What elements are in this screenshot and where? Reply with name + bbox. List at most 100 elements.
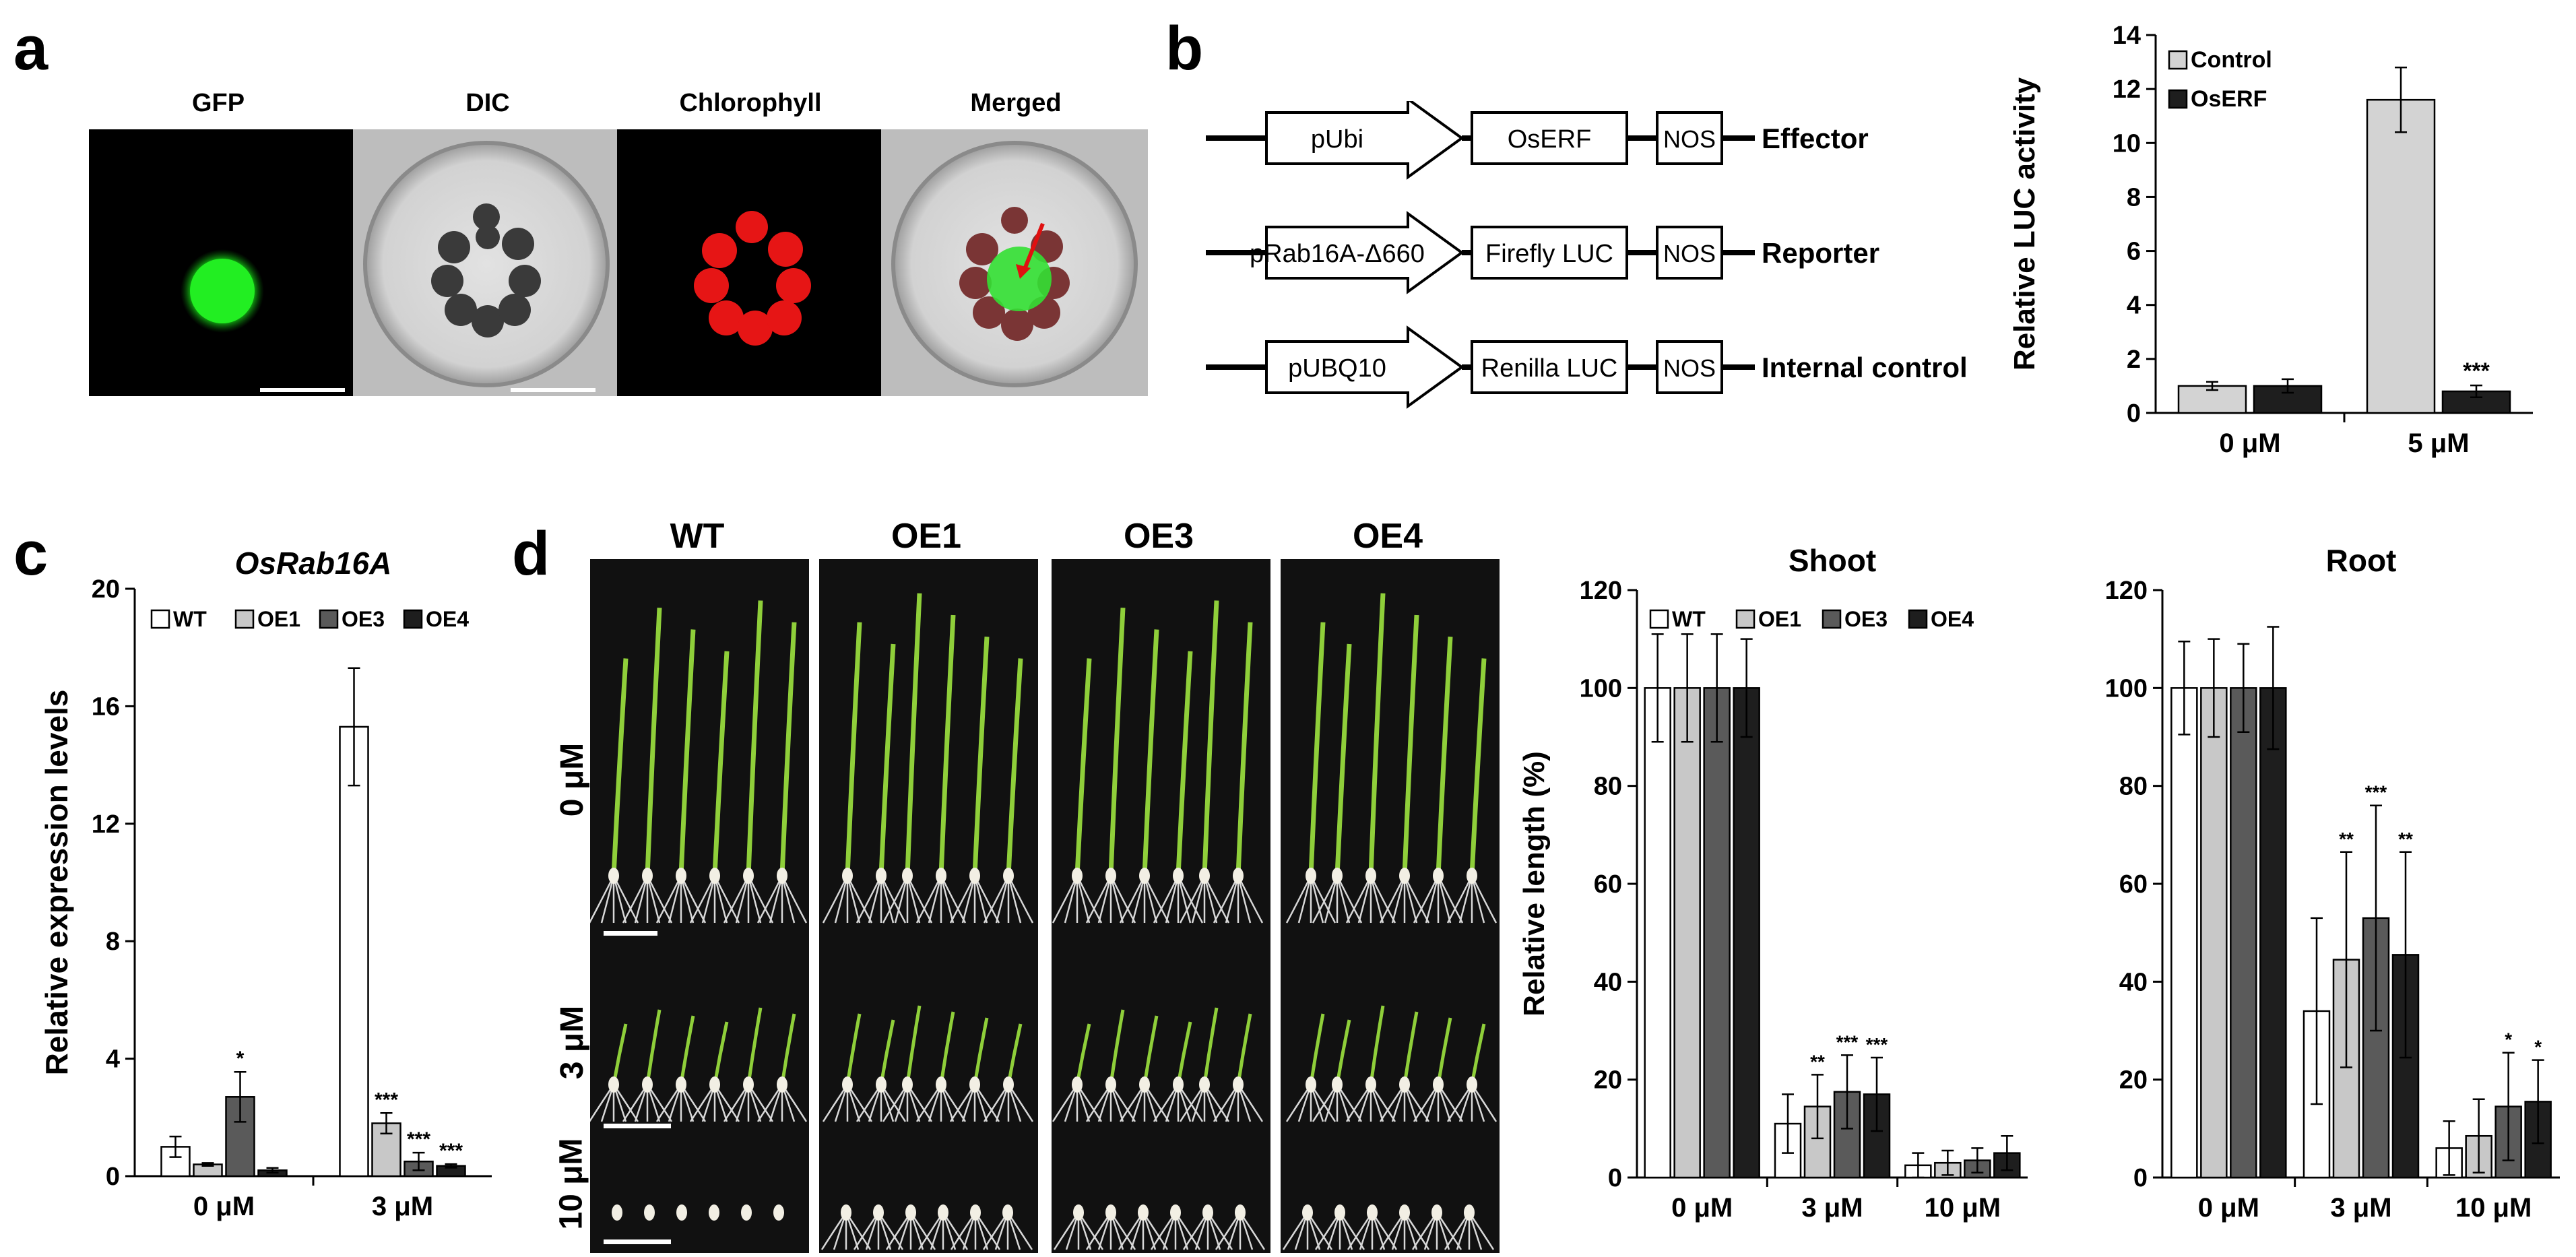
terminator-box: [1656, 340, 1723, 394]
gene-box: [1471, 340, 1628, 394]
significance-label: ***: [1866, 1034, 1888, 1055]
significance-label: ***: [2463, 358, 2490, 384]
construct-role-label: Internal control: [1762, 352, 1968, 383]
arrow-icon: [1022, 222, 1045, 272]
series-oe3: ***: [1703, 633, 1991, 1179]
significance-label: *: [2505, 1029, 2512, 1050]
y-tick-label: 14: [2113, 22, 2141, 50]
significance-label: ***: [407, 1128, 430, 1151]
legend-swatch: [1649, 609, 1669, 629]
panel-label-b: b: [1165, 14, 1204, 83]
legend-label: OE4: [426, 607, 469, 631]
legend-label: Control: [2191, 47, 2272, 73]
x-tick-label: 5 μM: [2408, 428, 2469, 458]
y-tick-label: 0: [1608, 1164, 1622, 1192]
terminator-box: [1656, 111, 1723, 165]
bar: [339, 726, 369, 1178]
series-wt: [2170, 641, 2463, 1179]
x-tick-label: 3 μM: [1801, 1193, 1863, 1223]
series-oe4: ***: [257, 1140, 466, 1178]
bar: [1673, 687, 1701, 1179]
bar: [1733, 687, 1760, 1179]
bar: [1703, 687, 1731, 1179]
x-tick-label: 0 μM: [1671, 1193, 1733, 1223]
y-axis-label: Relative expression levels: [39, 690, 74, 1076]
column-label-wt: WT: [670, 517, 725, 556]
y-tick-label: 120: [1580, 577, 1622, 605]
series-wt: [160, 667, 369, 1178]
y-tick-label: 20: [92, 575, 120, 604]
scale-bar: [604, 1239, 671, 1244]
y-tick-label: 100: [2105, 674, 2148, 703]
y-tick-label: 8: [2127, 183, 2141, 212]
terminator-label: NOS: [1663, 354, 1716, 382]
bar: [2259, 687, 2287, 1179]
legend-swatch: [403, 609, 423, 629]
promoter-label: pUBQ10: [1288, 354, 1386, 383]
y-tick-label: 12: [92, 810, 120, 839]
y-tick-label: 16: [92, 692, 120, 721]
significance-label: ***: [1836, 1031, 1859, 1052]
legend-label: OE3: [1844, 607, 1888, 631]
gene-label: Firefly LUC: [1485, 240, 1613, 268]
scale-bar: [604, 1124, 671, 1128]
micrograph-title-dic: DIC: [465, 89, 510, 117]
x-tick-label: 3 μM: [372, 1192, 433, 1221]
y-tick-label: 60: [1594, 870, 1622, 899]
y-tick-label: 12: [2113, 75, 2141, 104]
x-tick-label: 0 μM: [193, 1192, 255, 1221]
y-tick-label: 40: [1594, 968, 1622, 996]
promoter-arrow: [1265, 101, 1464, 180]
y-tick-label: 2: [2127, 346, 2141, 374]
significance-label: ***: [439, 1140, 463, 1162]
bar: [1644, 687, 1671, 1179]
y-tick-label: 40: [2119, 968, 2148, 996]
micrograph-title-chlorophyll: Chlorophyll: [679, 89, 822, 117]
x-tick-label: 10 μM: [2455, 1193, 2532, 1223]
y-tick-label: 0: [106, 1163, 120, 1191]
series-oe1: **: [1673, 633, 1962, 1179]
bar: [2366, 98, 2436, 414]
legend-label: OE1: [1758, 607, 1801, 631]
micrograph-title-merged: Merged: [970, 89, 1062, 117]
bar: [2200, 687, 2228, 1179]
micrograph-strip: [89, 129, 1148, 396]
y-tick-label: 80: [2119, 773, 2148, 801]
promoter-arrow: [1265, 211, 1464, 294]
y-tick-label: 10: [2113, 129, 2141, 158]
significance-label: **: [1810, 1051, 1825, 1072]
scale-bar: [604, 931, 657, 936]
promoter-arrow: [1265, 325, 1464, 409]
significance-label: *: [2534, 1037, 2542, 1058]
chart-title: Shoot: [1789, 543, 1876, 578]
micrograph-chlorophyll: [617, 129, 881, 396]
seedling-column: [1052, 559, 1270, 1253]
scale-bar: [511, 388, 595, 392]
significance-label: ***: [2365, 782, 2387, 803]
x-tick-label: 0 μM: [2219, 428, 2280, 458]
gene-label: Renilla LUC: [1481, 354, 1618, 383]
legend-swatch: [150, 609, 170, 629]
column-label-oe3: OE3: [1123, 517, 1194, 556]
y-tick-label: 4: [2127, 292, 2141, 320]
column-label-oe4: OE4: [1352, 517, 1423, 556]
panel-label-c: c: [13, 519, 49, 588]
significance-label: *: [236, 1048, 245, 1070]
x-tick-label: 0 μM: [2198, 1193, 2259, 1223]
scale-bar: [260, 388, 345, 392]
micrograph-gfp: [89, 129, 353, 396]
legend-swatch: [319, 609, 339, 629]
y-tick-label: 100: [1580, 674, 1622, 703]
seedling-column: [819, 559, 1038, 1253]
y-tick-label: 20: [2119, 1066, 2148, 1095]
series-oe1: ***: [193, 1089, 401, 1178]
legend-label: WT: [1672, 607, 1706, 631]
seedling-photo: [590, 559, 1500, 1253]
y-tick-label: 0: [2127, 399, 2141, 428]
micrograph-merged: [881, 129, 1148, 396]
panel-label-d: d: [512, 519, 550, 588]
